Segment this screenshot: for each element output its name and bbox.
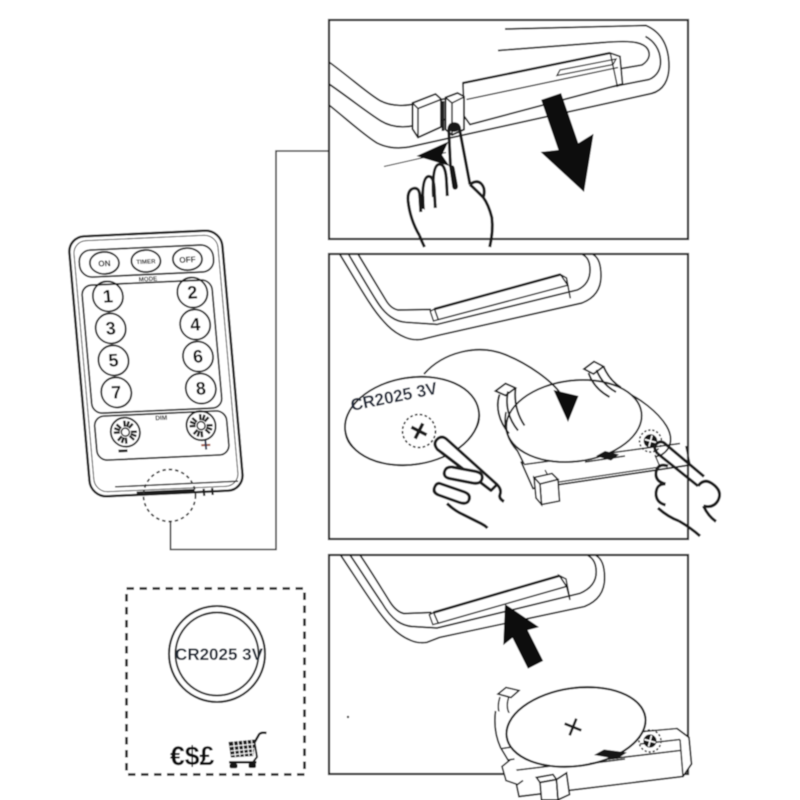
svg-text:TIMER: TIMER [136,258,156,266]
svg-text:1: 1 [102,286,114,306]
svg-text:2: 2 [186,282,198,302]
svg-text:€$£: €$£ [170,741,214,771]
svg-text:8: 8 [195,378,207,398]
svg-text:OFF: OFF [179,255,196,265]
svg-text:5: 5 [108,350,120,370]
svg-text:CR2025 3V: CR2025 3V [175,645,264,664]
svg-text:4: 4 [189,314,201,334]
svg-text:7: 7 [110,382,122,402]
svg-text:DIM: DIM [155,415,168,423]
svg-text:ON: ON [98,259,111,269]
svg-text:MODE: MODE [138,276,157,284]
svg-text:3: 3 [105,318,117,338]
svg-text:6: 6 [192,346,204,366]
